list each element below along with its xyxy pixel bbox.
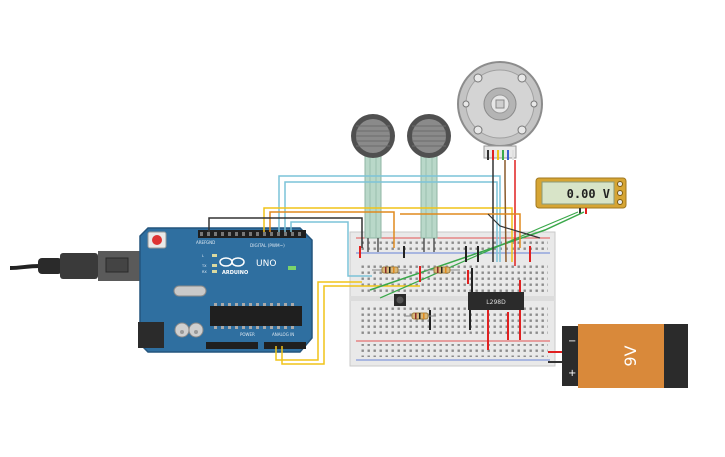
analog-header[interactable] [264, 342, 306, 349]
wire-motor-brown[interactable] [504, 160, 507, 263]
arduino-brand: ARDUINO [222, 270, 248, 276]
analog-header-label: ANALOG IN [272, 332, 294, 337]
multimeter-display [541, 181, 615, 205]
arduino-uno-board[interactable]: AREF GND DIGITAL (PWM~) ARDUINO UNO L TX… [138, 227, 313, 353]
driver-ic-label: L298D [486, 299, 506, 306]
breadboard[interactable] [349, 231, 556, 367]
wire-orange-2[interactable] [400, 213, 521, 248]
push-button[interactable] [394, 294, 406, 306]
wire-yellow-1[interactable] [263, 207, 513, 262]
wire-green-2[interactable] [379, 211, 579, 299]
battery-plus: + [568, 368, 576, 379]
digital-header-label: DIGITAL (PWM~) [250, 243, 285, 248]
power-led [288, 266, 296, 270]
resistor-2[interactable] [424, 266, 460, 274]
resistors[interactable] [372, 266, 460, 320]
battery-minus: − [568, 336, 576, 347]
arduino-model: UNO [256, 259, 276, 269]
wire-yellow-3[interactable] [281, 285, 420, 365]
force-sensor-2[interactable] [407, 114, 451, 252]
dc-motor[interactable] [457, 61, 543, 160]
wire-yellow-2[interactable] [275, 281, 362, 361]
crystal-oscillator [173, 285, 207, 297]
capacitors [174, 322, 204, 338]
wire-black-1[interactable] [208, 217, 363, 248]
atmega-chip [210, 306, 302, 326]
led-label-tx: TX [201, 264, 207, 268]
multimeter[interactable]: 0.00 V [535, 177, 627, 214]
reset-button-cap[interactable] [152, 235, 162, 245]
wire-cyan-3[interactable] [290, 221, 372, 277]
wire-orange-1[interactable] [269, 211, 395, 248]
wire-cyan-1[interactable] [278, 175, 501, 262]
arduino-logo [219, 257, 245, 267]
power-header-label: POWER [240, 332, 255, 337]
driver-ic[interactable]: L298D [468, 292, 524, 310]
power-header[interactable] [206, 342, 258, 349]
gnd-label: GND [206, 240, 215, 245]
led-label-l: L [202, 254, 204, 258]
wire-black-2[interactable] [487, 213, 541, 239]
resistor-1[interactable] [372, 266, 408, 274]
wire-cyan-2[interactable] [284, 181, 498, 262]
status-leds [212, 254, 296, 273]
power-jack [138, 322, 164, 348]
led-label-rx: RX [202, 270, 207, 274]
aref-label: AREF [196, 240, 207, 245]
force-sensor-1[interactable] [351, 114, 395, 252]
resistor-3[interactable] [404, 312, 436, 320]
battery-9v[interactable]: − + 9V [548, 324, 688, 388]
multimeter-reading: 0.00 V [567, 187, 610, 201]
battery-label: 9V [621, 345, 640, 366]
